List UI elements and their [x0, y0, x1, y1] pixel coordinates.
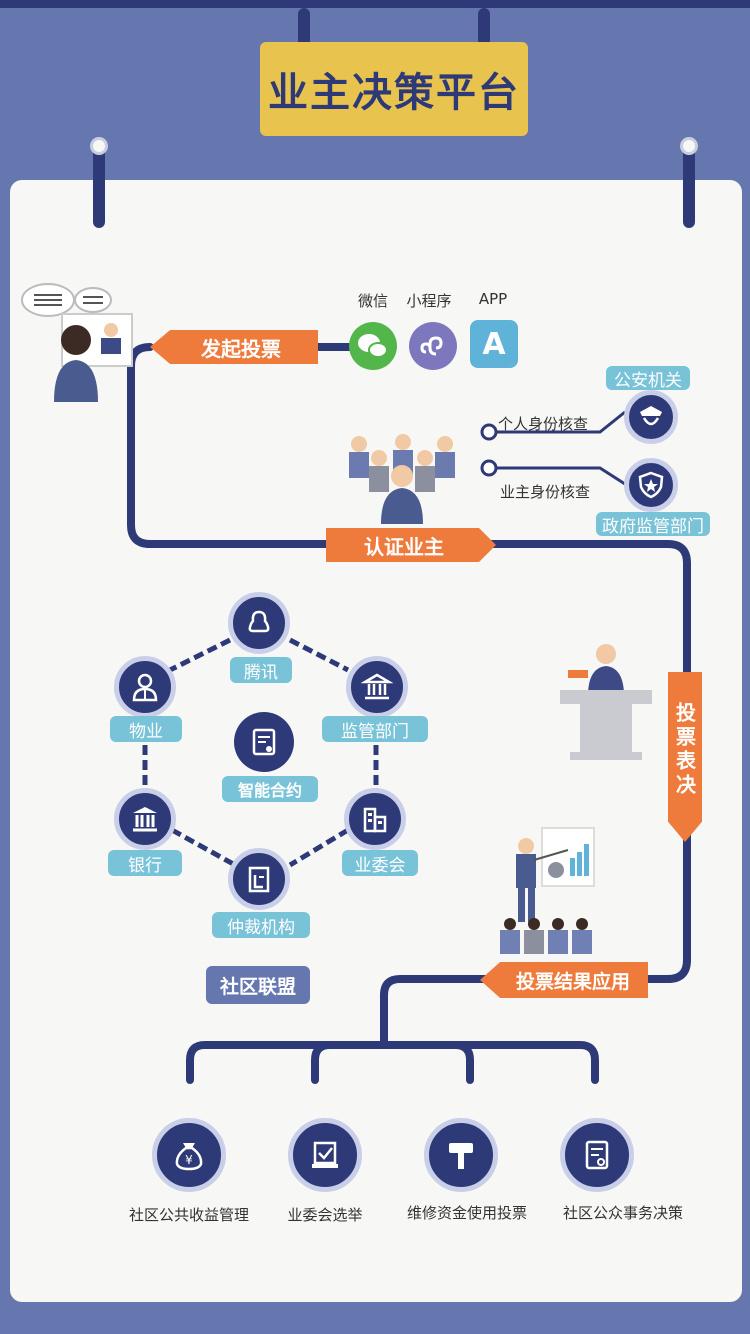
tencent-chip: 腾讯 [230, 657, 292, 683]
property-chip: 物业 [110, 716, 182, 742]
committee-chip: 业委会 [342, 850, 418, 876]
authority-gov-label: 政府监管部门 [602, 516, 704, 537]
property-icon [114, 656, 176, 718]
svg-text:¥: ¥ [185, 1153, 193, 1167]
arbitration-icon [228, 848, 290, 910]
wechat-icon [349, 322, 397, 370]
channel-label-wechat: 微信 [357, 292, 388, 310]
arbitration-chip: 仲裁机构 [212, 912, 310, 938]
regulator-icon [346, 656, 408, 718]
alliance-name-badge: 社区联盟 [206, 966, 310, 1004]
mini-program-icon [409, 322, 457, 370]
committee-icon [344, 788, 406, 850]
channel-connector [318, 343, 352, 351]
police-icon [624, 390, 678, 444]
bank-icon [114, 788, 176, 850]
title-sign: 业主决策平台 [260, 42, 528, 136]
result-item-election: 业委会选举 [287, 1206, 363, 1224]
verify-owner-tag: 认证业主 [326, 528, 496, 562]
bank-label: 银行 [128, 855, 162, 876]
result-item-revenue: 社区公共收益管理 [128, 1206, 249, 1224]
arbitration-label: 仲裁机构 [227, 917, 295, 938]
check-personal-label: 个人身份核查 [498, 415, 589, 433]
channel-label-mini-program: 小程序 [406, 292, 452, 310]
start-vote-label: 发起投票 [201, 336, 281, 361]
alliance-name-label: 社区联盟 [219, 975, 296, 998]
start-vote-tag: 发起投票 [150, 330, 318, 364]
page-title: 业主决策平台 [268, 70, 520, 116]
initiator-figure [18, 282, 136, 402]
committee-label: 业委会 [354, 855, 406, 876]
document-icon [560, 1118, 634, 1192]
check-owner-label: 业主身份核查 [500, 483, 591, 501]
property-label: 物业 [129, 721, 163, 742]
smart-contract-label: 智能合约 [237, 781, 302, 800]
hammer-icon [424, 1118, 498, 1192]
result-application-tag: 投票结果应用 [480, 962, 648, 998]
regulator-chip: 监管部门 [322, 716, 428, 742]
owners-group-illustration [345, 432, 463, 524]
board-strap-left [93, 140, 105, 228]
channel-label-app: APP [478, 290, 508, 308]
tencent-label: 腾讯 [244, 662, 278, 683]
podium-illustration [560, 640, 656, 762]
shield-star-icon [624, 458, 678, 512]
presentation-illustration [498, 826, 608, 956]
authority-police-label: 公安机关 [614, 370, 682, 391]
result-item-public-affairs: 社区公众事务决策 [562, 1204, 683, 1222]
result-application-label: 投票结果应用 [515, 970, 630, 993]
vote-decision-label: 投票表决 [672, 702, 697, 798]
smart-contract-icon [234, 712, 294, 772]
smart-contract-chip: 智能合约 [222, 776, 318, 802]
board-strap-right [683, 140, 695, 228]
regulator-label: 监管部门 [341, 721, 409, 742]
ballot-icon [288, 1118, 362, 1192]
tencent-icon [228, 592, 290, 654]
money-bag-icon: ¥ [152, 1118, 226, 1192]
board-hole-right [680, 137, 698, 155]
result-item-maintenance-fund: 维修资金使用投票 [406, 1204, 527, 1222]
top-bar [0, 0, 750, 8]
board-hole-left [90, 137, 108, 155]
vote-decision-tag: 投票表决 [668, 672, 702, 842]
verify-owner-label: 认证业主 [364, 534, 444, 559]
app-icon: A [470, 320, 518, 368]
authority-gov-chip: 政府监管部门 [596, 512, 710, 537]
bank-chip: 银行 [108, 850, 182, 876]
authority-police-chip: 公安机关 [606, 366, 690, 391]
